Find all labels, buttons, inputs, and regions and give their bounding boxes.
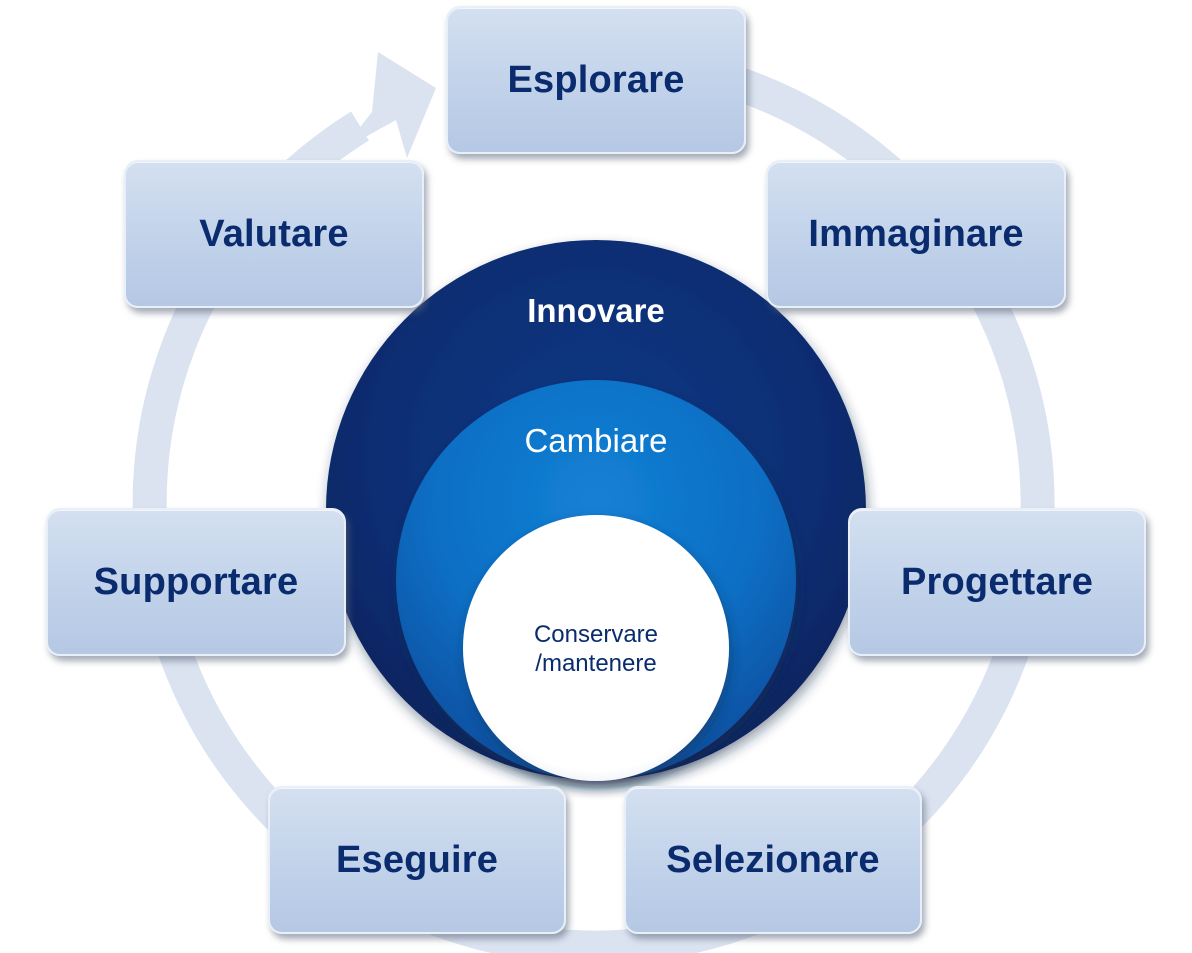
cycle-arrow-head-icon xyxy=(342,52,436,158)
inner-circle xyxy=(463,515,729,781)
inner-circle-label: Conservare /mantenere xyxy=(466,620,726,678)
inner-circle-label-line1: Conservare xyxy=(533,621,659,648)
step-label: Esplorare xyxy=(507,58,685,101)
step-box-selezionare: Selezionare xyxy=(624,786,922,934)
step-box-esplorare: Esplorare xyxy=(446,6,746,154)
middle-circle-label: Cambiare xyxy=(524,422,668,459)
step-box-supportare: Supportare xyxy=(46,508,346,656)
step-box-immaginare: Immaginare xyxy=(766,160,1066,308)
step-label: Selezionare xyxy=(666,838,880,881)
step-box-eseguire: Eseguire xyxy=(268,786,566,934)
step-label: Eseguire xyxy=(335,838,499,881)
outer-circle-label: Innovare xyxy=(527,292,665,329)
step-label: Valutare xyxy=(199,212,349,255)
step-box-progettare: Progettare xyxy=(848,508,1146,656)
step-label: Supportare xyxy=(93,560,299,603)
inner-circle-label-line2: /mantenere xyxy=(535,650,657,677)
step-label: Immaginare xyxy=(808,212,1024,255)
step-label: Progettare xyxy=(900,560,1094,603)
step-box-valutare: Valutare xyxy=(124,160,424,308)
